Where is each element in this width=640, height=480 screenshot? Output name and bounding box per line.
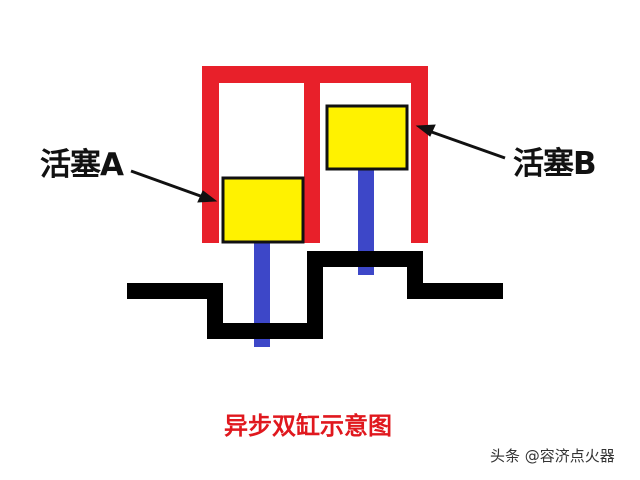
arrow-a	[130, 169, 218, 203]
piston-b	[325, 104, 409, 171]
cylinder-right-wall	[411, 66, 428, 243]
piston-a	[221, 176, 305, 244]
cylinder-left-wall	[202, 66, 219, 243]
piston-b-label: 活塞B	[513, 146, 597, 182]
cylinder-center-wall	[304, 66, 320, 243]
arrowhead-a-icon	[197, 190, 218, 203]
connecting-rod-a-lower	[254, 339, 270, 347]
watermark: 头条 @容济点火器	[490, 447, 615, 465]
crankshaft	[127, 251, 503, 339]
arrowhead-b-icon	[415, 124, 436, 137]
cylinder-frame	[202, 66, 428, 243]
diagram-title: 异步双缸示意图	[224, 412, 392, 440]
piston-a-label: 活塞A	[40, 147, 124, 183]
connecting-rod-a	[254, 243, 270, 347]
arrow-b	[415, 124, 506, 160]
connecting-rod-b	[358, 170, 374, 275]
